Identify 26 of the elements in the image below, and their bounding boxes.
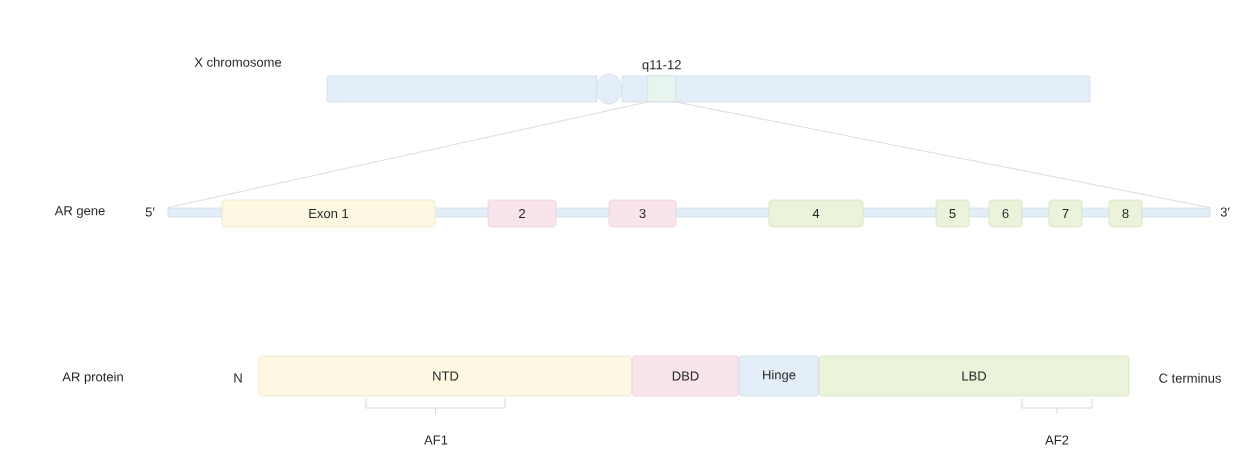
leader-line — [675, 101, 1211, 209]
leader-line — [167, 101, 648, 209]
label-text: X chromosome — [194, 57, 282, 67]
label-text: N — [234, 373, 242, 383]
exon-box: 5 — [935, 199, 970, 228]
label-text: AR protein — [62, 371, 123, 385]
label-text: AR gene — [54, 206, 105, 218]
label-text: AF1 — [424, 435, 448, 445]
label-text: C terminus — [1159, 373, 1221, 383]
label-text: AF2 — [1045, 435, 1069, 445]
exon-box: 6 — [988, 199, 1023, 228]
exon-box: 4 — [768, 199, 864, 228]
exon-box: 7 — [1048, 199, 1083, 228]
domain-box: NTD — [258, 355, 633, 397]
domain-box: DBD — [631, 355, 740, 397]
exon-box: 2 — [487, 199, 557, 228]
exon-box: Exon 1 — [221, 199, 436, 228]
chromosome-band: q11-12 — [642, 60, 681, 102]
label-text: 5′ — [145, 207, 155, 217]
domain-box: LBD — [818, 355, 1130, 397]
domain-box: Hinge — [738, 355, 820, 397]
node-label: q11-12 — [642, 60, 681, 72]
exon-box: 3 — [608, 199, 677, 228]
centromere — [595, 73, 623, 105]
exon-box: 8 — [1108, 199, 1143, 228]
label-text: 3′ — [1220, 207, 1230, 217]
